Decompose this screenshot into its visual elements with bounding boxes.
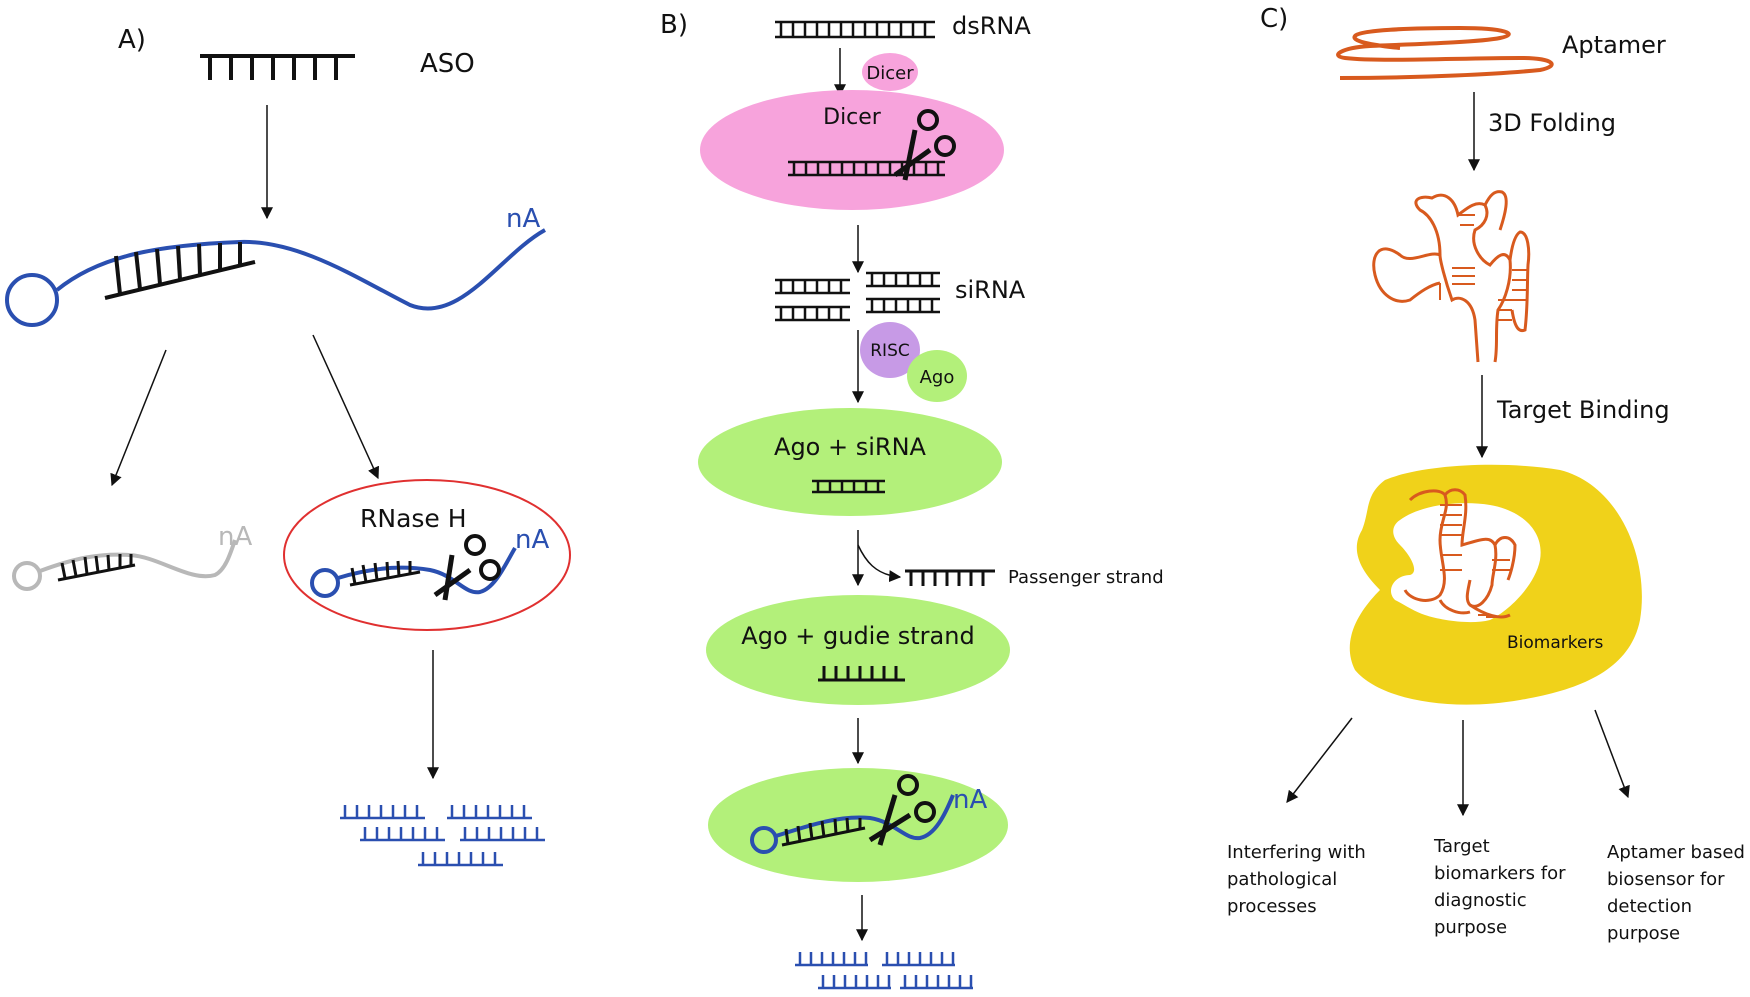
polya-label-final: nA	[953, 785, 987, 815]
dsrna-duplex	[775, 20, 935, 39]
outcome-2-line: purpose	[1434, 917, 1507, 938]
polya-label-blocked: nA	[218, 522, 252, 552]
mrna-cap-circle	[5, 273, 59, 327]
scissors-icon	[868, 774, 936, 846]
folded-aptamer	[1372, 190, 1531, 363]
outcome-2-line: biomarkers for	[1434, 863, 1566, 884]
panel-a: A) ASO nA	[5, 25, 571, 867]
arrow-to-steric-block	[110, 349, 167, 487]
outcome-1-line: processes	[1227, 896, 1317, 917]
dicer-small-bubble	[862, 53, 918, 91]
guide-strand	[818, 666, 905, 682]
sirna-label: siRNA	[955, 276, 1026, 304]
ago-guide-label: Ago + gudie strand	[741, 622, 974, 650]
ago-sirna-duplex	[812, 479, 885, 494]
mrna-aso-duplex	[5, 228, 546, 327]
arrow-to-rnaseh	[312, 334, 379, 480]
outcome-1-text: Interfering with pathological processes	[1227, 842, 1366, 917]
ago-guide-oval	[706, 595, 1010, 705]
risc-bubble	[860, 322, 920, 378]
dicer-big-label: Dicer	[823, 105, 882, 130]
binding-label: Target Binding	[1496, 396, 1670, 424]
outcome-3-text: Aptamer based biosensor for detection pu…	[1607, 842, 1745, 944]
degraded-fragments-a	[340, 805, 545, 867]
target-cleavage	[750, 774, 955, 854]
aptamer-strand	[1336, 25, 1554, 80]
folding-label: 3D Folding	[1488, 109, 1616, 137]
rnaseh-oval	[283, 479, 571, 631]
panel-c-letter: C)	[1260, 4, 1288, 34]
arrow-outcome-1	[1286, 717, 1353, 803]
target-cleavage-oval	[708, 768, 1008, 882]
ago-sirna-label: Ago + siRNA	[774, 433, 927, 461]
biomarkers-label: Biomarkers	[1507, 633, 1603, 653]
dicer-oval	[700, 90, 1004, 210]
passenger-strand	[905, 569, 995, 586]
ago-small-label: Ago	[920, 367, 955, 388]
sirna-duplexes	[775, 271, 940, 322]
outcome-2-text: Target biomarkers for diagnostic purpose	[1433, 836, 1566, 938]
blocked-mrna	[12, 539, 237, 591]
aso-oligo	[200, 54, 355, 80]
dsrna-label: dsRNA	[952, 12, 1031, 40]
passenger-label: Passenger strand	[1008, 567, 1164, 588]
aso-label: ASO	[420, 49, 475, 79]
outcome-3-line: biosensor for	[1607, 869, 1725, 890]
outcome-2-line: Target	[1433, 836, 1490, 857]
arrow-passenger-release	[857, 544, 902, 583]
outcome-3-line: detection	[1607, 896, 1692, 917]
arrow-outcome-3	[1594, 709, 1630, 799]
outcome-1-line: Interfering with	[1227, 842, 1366, 863]
panel-b-letter: B)	[660, 10, 688, 40]
aptamer-label: Aptamer	[1562, 31, 1666, 59]
panel-b: B) dsRNA Dicer Dicer siRNA	[660, 10, 1164, 990]
panel-c: C) Aptamer 3D Folding Target Binding Bio…	[1227, 4, 1745, 944]
outcome-3-line: purpose	[1607, 923, 1680, 944]
polya-label-main: nA	[506, 204, 540, 234]
scissors-icon	[433, 534, 501, 601]
dicer-duplex	[788, 160, 945, 177]
bound-aptamer	[1403, 488, 1517, 619]
polya-label-rnaseh: nA	[515, 525, 549, 555]
outcome-1-line: pathological	[1227, 869, 1337, 890]
rnaseh-cleavage	[310, 534, 517, 601]
scissors-icon	[893, 109, 956, 181]
risc-label: RISC	[870, 341, 910, 361]
dicer-small-label: Dicer	[866, 63, 914, 84]
degraded-fragments-b	[795, 952, 973, 990]
ago-sirna-oval	[698, 408, 1002, 516]
binding-pocket	[1390, 503, 1541, 623]
outcome-2-line: diagnostic	[1434, 890, 1527, 911]
ago-small-bubble	[907, 350, 967, 402]
rnaseh-label: RNase H	[360, 504, 467, 533]
mrna-strand	[55, 228, 546, 311]
outcome-3-line: Aptamer based	[1607, 842, 1745, 863]
panel-a-letter: A)	[118, 25, 146, 55]
